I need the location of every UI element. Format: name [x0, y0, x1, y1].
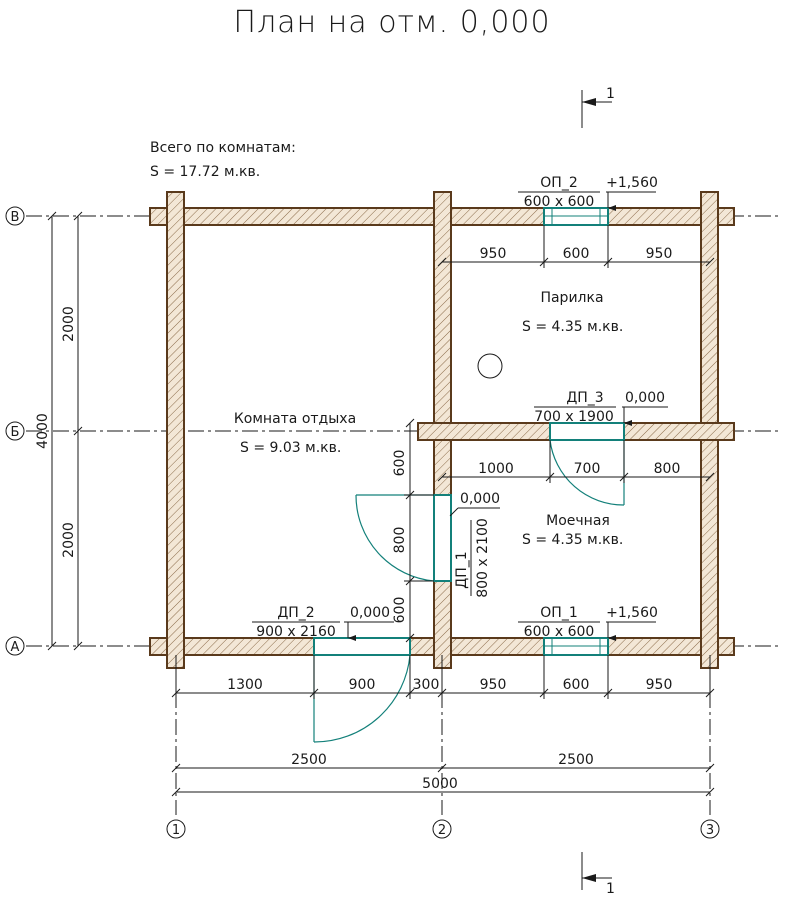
dim-2000-b: 2000: [61, 522, 77, 558]
axis-bubble-b: [5, 421, 25, 441]
axis-label-3: 3: [706, 823, 714, 838]
axis-label-b: Б: [11, 425, 20, 440]
dim-halves-row: 2500 2500: [171, 752, 715, 773]
window-op2: [543, 207, 609, 226]
axis-bubble-1: [166, 819, 186, 839]
walls: [149, 191, 735, 669]
door-dp2: [313, 637, 411, 743]
dim-700: 700: [574, 461, 601, 477]
dim-2000-a: 2000: [61, 306, 77, 342]
axis-label-v: В: [11, 210, 20, 225]
axis-label-a: А: [11, 640, 20, 655]
section-label-bottom: 1: [606, 881, 615, 897]
dim-total-row: 5000: [171, 776, 715, 797]
axis-bubble-v: [5, 206, 25, 226]
op1-mark: ОП_1: [540, 605, 577, 621]
room-name-rest: Комната отдыха: [234, 411, 356, 427]
dp1-size: 800 x 2100: [475, 518, 491, 598]
tag-dp2: ДП_2 900 x 2160 0,000: [252, 605, 394, 641]
summary-heading: Всего по комнатам:: [150, 140, 296, 156]
dim-4000: 4000: [35, 413, 51, 449]
dim-950-a: 950: [480, 246, 507, 262]
dim-left-total: 4000: [35, 211, 57, 651]
dim-800: 800: [654, 461, 681, 477]
dim-950-b: 950: [646, 246, 673, 262]
axis-bubble-a: [5, 636, 25, 656]
op2-size: 600 x 600: [524, 194, 595, 210]
dim-300: 300: [413, 677, 440, 693]
dp2-mark: ДП_2: [277, 605, 314, 621]
section-label-top: 1: [606, 86, 615, 102]
room-name-wash: Моечная: [546, 513, 610, 529]
summary-area: S = 17.72 м.кв.: [150, 164, 260, 180]
dim-2500-b: 2500: [558, 752, 594, 768]
room-area-wash: S = 4.35 м.кв.: [522, 532, 623, 548]
dim-5000: 5000: [422, 776, 458, 792]
dim-left-parts: 2000 2000: [61, 211, 83, 651]
dim-1000: 1000: [478, 461, 514, 477]
dp1-level: 0,000: [460, 491, 500, 507]
dim-600-a: 600: [563, 246, 590, 262]
dim-600-p2: 600: [392, 597, 408, 624]
dp3-mark: ДП_3: [566, 390, 603, 406]
tag-dp1: 0,000 ДП_1 800 x 2100: [449, 491, 500, 598]
dim-950-d: 950: [646, 677, 673, 693]
section-mark-bottom: 1: [581, 852, 615, 897]
tag-op2: ОП_2 600 x 600 +1,560: [518, 175, 658, 211]
axis-bubble-2: [432, 819, 452, 839]
stove-icon: [477, 353, 503, 379]
dim-600-p1: 600: [392, 450, 408, 477]
dp3-size: 700 x 1900: [534, 409, 614, 425]
axis-bubble-3: [700, 819, 720, 839]
op2-level: +1,560: [606, 175, 658, 191]
dp1-mark: ДП_1: [454, 551, 470, 588]
window-op1: [543, 637, 609, 656]
dim-950-c: 950: [480, 677, 507, 693]
dim-2500-a: 2500: [291, 752, 327, 768]
dim-top-row: 950 600 950: [437, 225, 715, 268]
dp3-level: 0,000: [625, 390, 665, 406]
axis-label-1: 1: [172, 823, 180, 838]
tag-dp3: ДП_3 700 x 1900 0,000: [534, 390, 668, 426]
dp2-level: 0,000: [350, 605, 390, 621]
plan-title: План на отм. 0,000: [233, 5, 550, 40]
dim-900: 900: [349, 677, 376, 693]
op1-size: 600 x 600: [524, 624, 595, 640]
dim-800-p: 800: [392, 527, 408, 554]
dim-600-b: 600: [563, 677, 590, 693]
room-area-rest: S = 9.03 м.кв.: [240, 440, 341, 456]
dim-middle-row: 1000 700 800: [437, 440, 715, 483]
dp2-size: 900 x 2160: [256, 624, 336, 640]
room-name-steam: Парилка: [540, 290, 603, 306]
wall-left: [166, 191, 185, 669]
op1-level: +1,560: [606, 605, 658, 621]
section-mark-top: 1: [581, 86, 615, 128]
room-area-steam: S = 4.35 м.кв.: [522, 319, 623, 335]
axis-label-2: 2: [438, 823, 446, 838]
dim-1300: 1300: [227, 677, 263, 693]
op2-mark: ОП_2: [540, 175, 577, 191]
dim-bottom-row: 1300 900 300 950 600 950: [171, 655, 715, 699]
dim-partition: 600 800 600: [392, 418, 434, 643]
tag-op1: ОП_1 600 x 600 +1,560: [518, 605, 658, 641]
